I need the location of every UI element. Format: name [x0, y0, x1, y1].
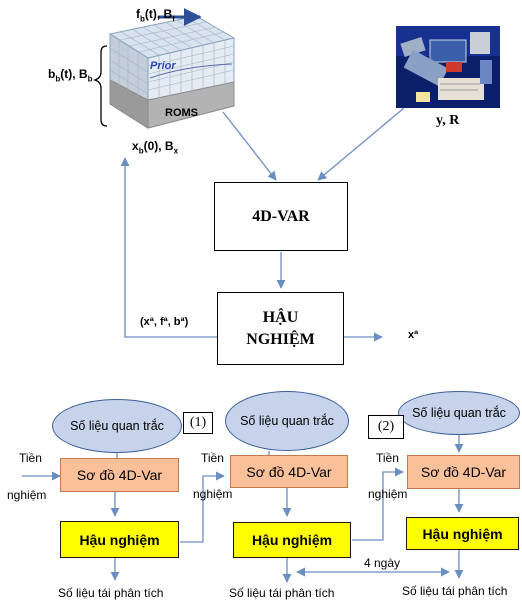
arrow-model-to-4dvar [222, 111, 277, 181]
scheme-box-2: Sơ đồ 4D-Var [230, 455, 348, 488]
arrow-post1-to-scheme2 [180, 471, 225, 543]
window-label: 4 ngày [364, 556, 401, 570]
posterior-box-3: Hậu nghiệm [406, 517, 519, 550]
fourdvar-box: 4D-VAR [214, 182, 348, 251]
posterior-line2: NGHIỆM [246, 330, 315, 348]
prior-label-3a: Tiền [376, 451, 399, 465]
reanalysis-label-1: Số liệu tái phân tích [58, 586, 164, 600]
posterior-box-2: Hậu nghiệm [233, 522, 351, 558]
roms-grid-block [108, 15, 236, 129]
reanalysis-label-2: Số liệu tái phân tích [229, 586, 335, 600]
satellite-image [396, 26, 500, 108]
scheme-box-3: Sơ đồ 4D-Var [407, 455, 520, 489]
boundary-label: bb(t), Bb [48, 67, 93, 84]
prior-label: Prior [150, 60, 176, 72]
prior-label-3b: nghiệm [368, 487, 408, 501]
reanalysis-label-3: Số liệu tái phân tích [402, 584, 508, 598]
arrow-obs-to-4dvar [317, 107, 405, 181]
scheme-box-1: Sơ đồ 4D-Var [60, 458, 179, 492]
posterior-box: HẬU NGHIỆM [217, 292, 344, 365]
posterior-box-1: Hậu nghiệm [60, 521, 179, 558]
arrow-post2-to-scheme3 [352, 467, 404, 541]
posterior-line1: HẬU [262, 308, 299, 326]
feedback-label: (xª, fª, bª) [140, 316, 189, 328]
fourdvar-label: 4D-VAR [252, 207, 310, 225]
prior-label-1b: nghiệm [7, 488, 47, 502]
observation-ellipse-3: Số liệu quan trắc [398, 391, 520, 435]
init-label: xb(0), Bx [132, 139, 179, 156]
observation-ellipse-1: Số liệu quan trắc [52, 399, 182, 453]
prior-label-2a: Tiền [201, 451, 224, 465]
observation-ellipse-2: Số liệu quan trắc [225, 391, 349, 451]
output-label: xª [408, 329, 419, 341]
obs-label: y, R [436, 113, 460, 128]
arrow-feedback [120, 157, 217, 338]
forcing-label: fb(t), Bf [136, 7, 175, 24]
cycle-number-1: (1) [183, 412, 213, 434]
boundary-brace [92, 45, 108, 127]
roms-label: ROMS [165, 107, 198, 119]
prior-label-2b: nghiệm [193, 487, 233, 501]
cycle-number-2: (2) [368, 415, 404, 439]
prior-label-1a: Tiền [19, 451, 42, 465]
